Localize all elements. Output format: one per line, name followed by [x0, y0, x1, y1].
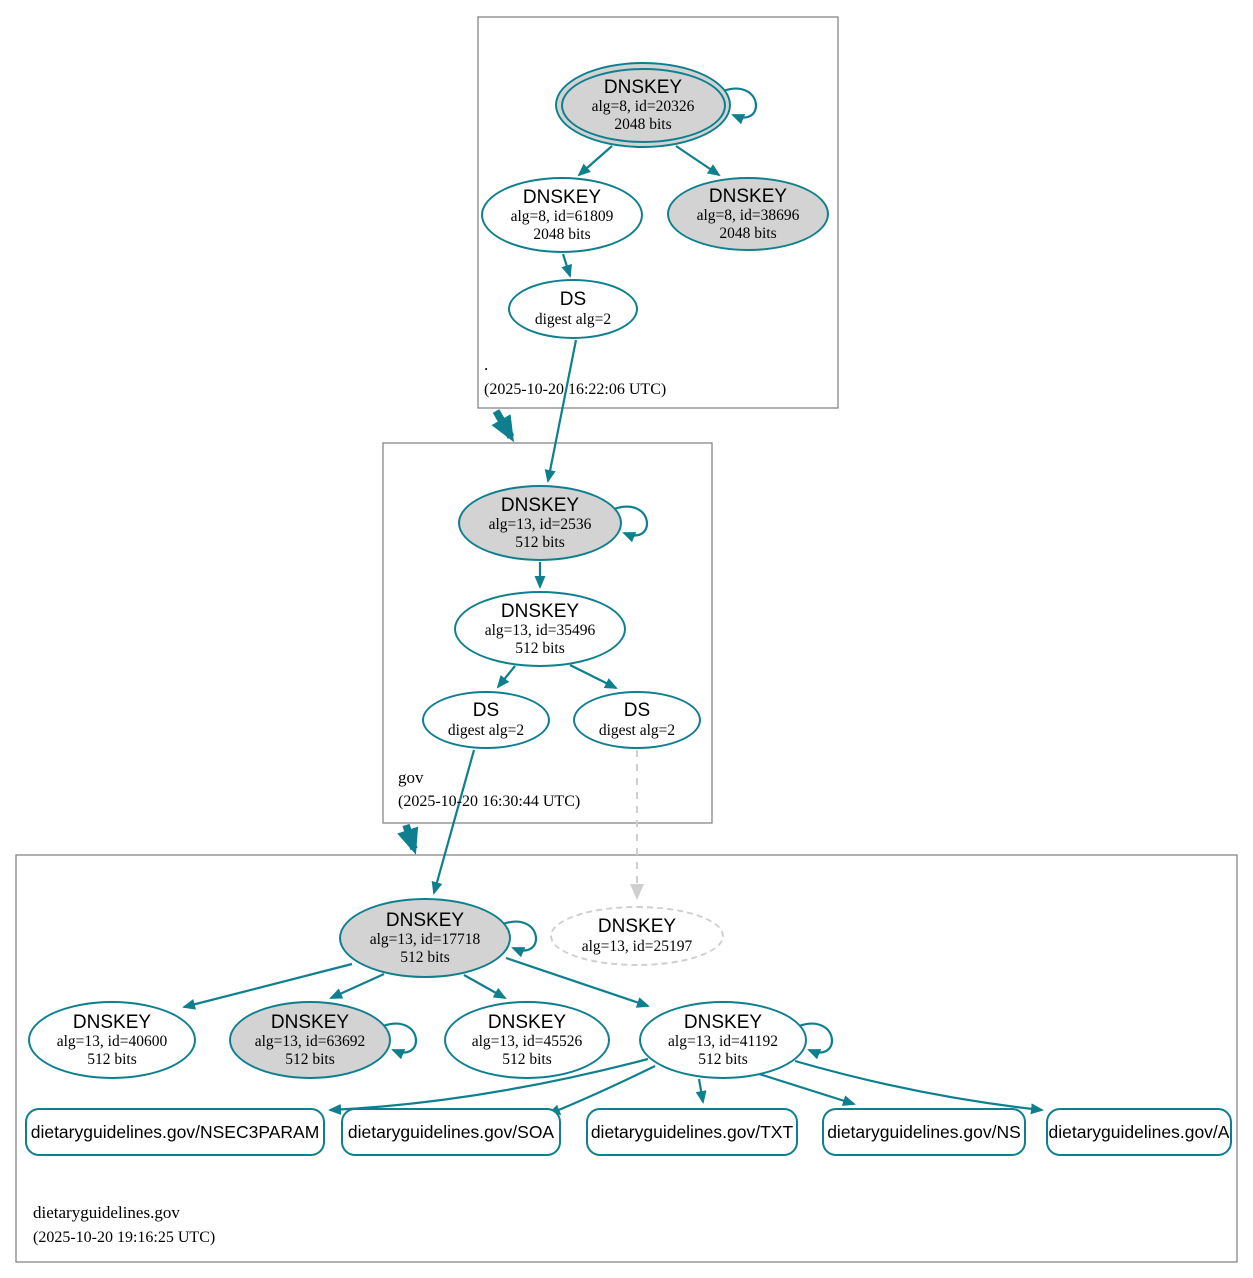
node-type-label: DNSKEY — [597, 916, 677, 938]
zone-timestamp-dietaryguidelines-gov: (2025-10-20 19:16:25 UTC) — [33, 1229, 216, 1246]
rrset-nsec3param[interactable]: dietaryguidelines.gov/NSEC3PARAM — [25, 1108, 325, 1156]
node-type-label: DNSKEY — [72, 1011, 152, 1033]
edge-41192-to-txt — [695, 1078, 707, 1104]
rrset-ns[interactable]: dietaryguidelines.gov/NS — [822, 1108, 1026, 1156]
node-type-label: DS — [559, 289, 587, 311]
zone-timestamp-gov: (2025-10-20 16:30:44 UTC) — [398, 793, 581, 810]
node-params-label: alg=13, id=17718 — [369, 931, 481, 949]
rrset-label: dietaryguidelines.gov/SOA — [347, 1121, 555, 1142]
edge-41192-to-nsec3param — [328, 1057, 649, 1115]
node-params-label: alg=13, id=2536 — [488, 516, 592, 534]
node-bits-label: 2048 bits — [719, 224, 777, 242]
edge-17718-to-63692 — [329, 972, 385, 1000]
edge-17718-to-41192 — [505, 956, 650, 1008]
node-type-label: DNSKEY — [385, 909, 465, 931]
edge-20326-to-38696 — [675, 145, 721, 177]
node-type-label: DS — [623, 700, 651, 722]
zone-label-root: . — [484, 355, 489, 374]
node-params-label: alg=13, id=45526 — [471, 1033, 583, 1051]
node-bits-label: 512 bits — [515, 533, 565, 551]
dnskey-node-38696[interactable]: DNSKEY alg=8, id=38696 2048 bits — [667, 177, 829, 251]
node-type-label: DNSKEY — [683, 1011, 763, 1033]
zone-label-dietaryguidelines-gov: dietaryguidelines.gov — [33, 1203, 180, 1222]
edge-17718-to-40600 — [182, 962, 353, 1010]
edge-delegation-gov-to-dietaryguidelines — [397, 823, 419, 855]
dnskey-node-41192[interactable]: DNSKEY alg=13, id=41192 512 bits — [639, 1001, 807, 1079]
node-type-label: DNSKEY — [500, 494, 580, 516]
edge-selfsign-20326 — [722, 87, 757, 125]
ds-node-gov-1[interactable]: DS digest alg=2 — [422, 691, 550, 749]
node-bits-label: 512 bits — [400, 948, 450, 966]
ds-node-root[interactable]: DS digest alg=2 — [508, 279, 638, 339]
dnskey-node-25197-missing[interactable]: DNSKEY alg=13, id=25197 — [550, 906, 724, 966]
node-type-label: DNSKEY — [522, 186, 602, 208]
node-type-label: DNSKEY — [500, 600, 580, 622]
node-bits-label: 512 bits — [502, 1050, 552, 1068]
rrset-label: dietaryguidelines.gov/NS — [827, 1121, 1021, 1142]
edge-61809-to-ds — [561, 253, 572, 278]
dnskey-node-45526[interactable]: DNSKEY alg=13, id=45526 512 bits — [444, 1001, 610, 1079]
node-params-label: alg=13, id=41192 — [668, 1033, 778, 1051]
rrset-label: dietaryguidelines.gov/A — [1048, 1121, 1230, 1142]
node-params-label: alg=13, id=25197 — [581, 938, 693, 955]
dnskey-node-61809[interactable]: DNSKEY alg=8, id=61809 2048 bits — [481, 177, 643, 253]
node-type-label: DNSKEY — [487, 1011, 567, 1033]
dnskey-node-35496[interactable]: DNSKEY alg=13, id=35496 512 bits — [454, 591, 626, 667]
edge-govds1-to-17718 — [431, 749, 476, 895]
node-params-label: digest alg=2 — [534, 311, 612, 328]
zone-label-gov: gov — [398, 768, 424, 787]
node-params-label: alg=8, id=38696 — [696, 207, 800, 225]
edge-selfsign-2536 — [613, 505, 648, 543]
node-type-label: DS — [472, 700, 500, 722]
node-bits-label: 512 bits — [515, 639, 565, 657]
dnskey-node-40600[interactable]: DNSKEY alg=13, id=40600 512 bits — [28, 1001, 196, 1079]
rrset-txt[interactable]: dietaryguidelines.gov/TXT — [586, 1108, 798, 1156]
node-type-label: DNSKEY — [708, 185, 788, 207]
node-type-label: DNSKEY — [270, 1011, 350, 1033]
node-bits-label: 512 bits — [285, 1050, 335, 1068]
rrset-label: dietaryguidelines.gov/TXT — [590, 1121, 794, 1142]
edge-rootds-to-2536 — [544, 339, 578, 483]
edge-delegation-root-to-gov — [491, 409, 515, 443]
zone-box-dietaryguidelines-gov — [15, 854, 1238, 1263]
rrset-soa[interactable]: dietaryguidelines.gov/SOA — [341, 1108, 561, 1156]
edge-41192-to-ns — [752, 1070, 856, 1106]
dnskey-node-63692[interactable]: DNSKEY alg=13, id=63692 512 bits — [229, 1001, 391, 1079]
edge-41192-to-soa — [547, 1065, 656, 1116]
edge-17718-to-45526 — [463, 974, 507, 999]
node-type-label: DNSKEY — [603, 76, 683, 98]
rrset-label: dietaryguidelines.gov/NSEC3PARAM — [30, 1121, 320, 1142]
node-params-label: alg=8, id=61809 — [510, 208, 614, 226]
node-bits-label: 512 bits — [698, 1050, 748, 1068]
node-bits-label: 2048 bits — [614, 115, 672, 133]
edge-20326-to-61809 — [577, 145, 613, 177]
edge-selfsign-17718 — [502, 920, 537, 958]
zone-timestamp-root: (2025-10-20 16:22:06 UTC) — [484, 381, 667, 398]
dnskey-node-2536-ksk[interactable]: DNSKEY alg=13, id=2536 512 bits — [458, 485, 622, 561]
node-params-label: alg=8, id=20326 — [591, 98, 695, 116]
edge-selfsign-63692 — [382, 1022, 417, 1060]
node-bits-label: 2048 bits — [533, 225, 591, 243]
node-params-label: digest alg=2 — [447, 722, 525, 739]
node-bits-label: 512 bits — [87, 1050, 137, 1068]
node-params-label: alg=13, id=63692 — [254, 1033, 366, 1051]
zone-box-root — [477, 16, 839, 409]
rrset-a[interactable]: dietaryguidelines.gov/A — [1046, 1108, 1232, 1156]
edge-35496-to-ds1 — [496, 665, 516, 689]
node-params-label: digest alg=2 — [598, 722, 676, 739]
dnskey-node-17718-ksk[interactable]: DNSKEY alg=13, id=17718 512 bits — [339, 898, 511, 978]
ds-node-gov-2[interactable]: DS digest alg=2 — [573, 691, 701, 749]
edge-41192-to-a — [794, 1059, 1044, 1115]
edge-35496-to-ds2 — [569, 664, 618, 689]
edge-selfsign-41192 — [798, 1022, 833, 1060]
dnskey-node-20326-ksk[interactable]: DNSKEY alg=8, id=20326 2048 bits — [555, 62, 731, 148]
zone-box-gov — [382, 442, 713, 824]
node-params-label: alg=13, id=40600 — [56, 1033, 168, 1051]
node-params-label: alg=13, id=35496 — [484, 622, 596, 640]
